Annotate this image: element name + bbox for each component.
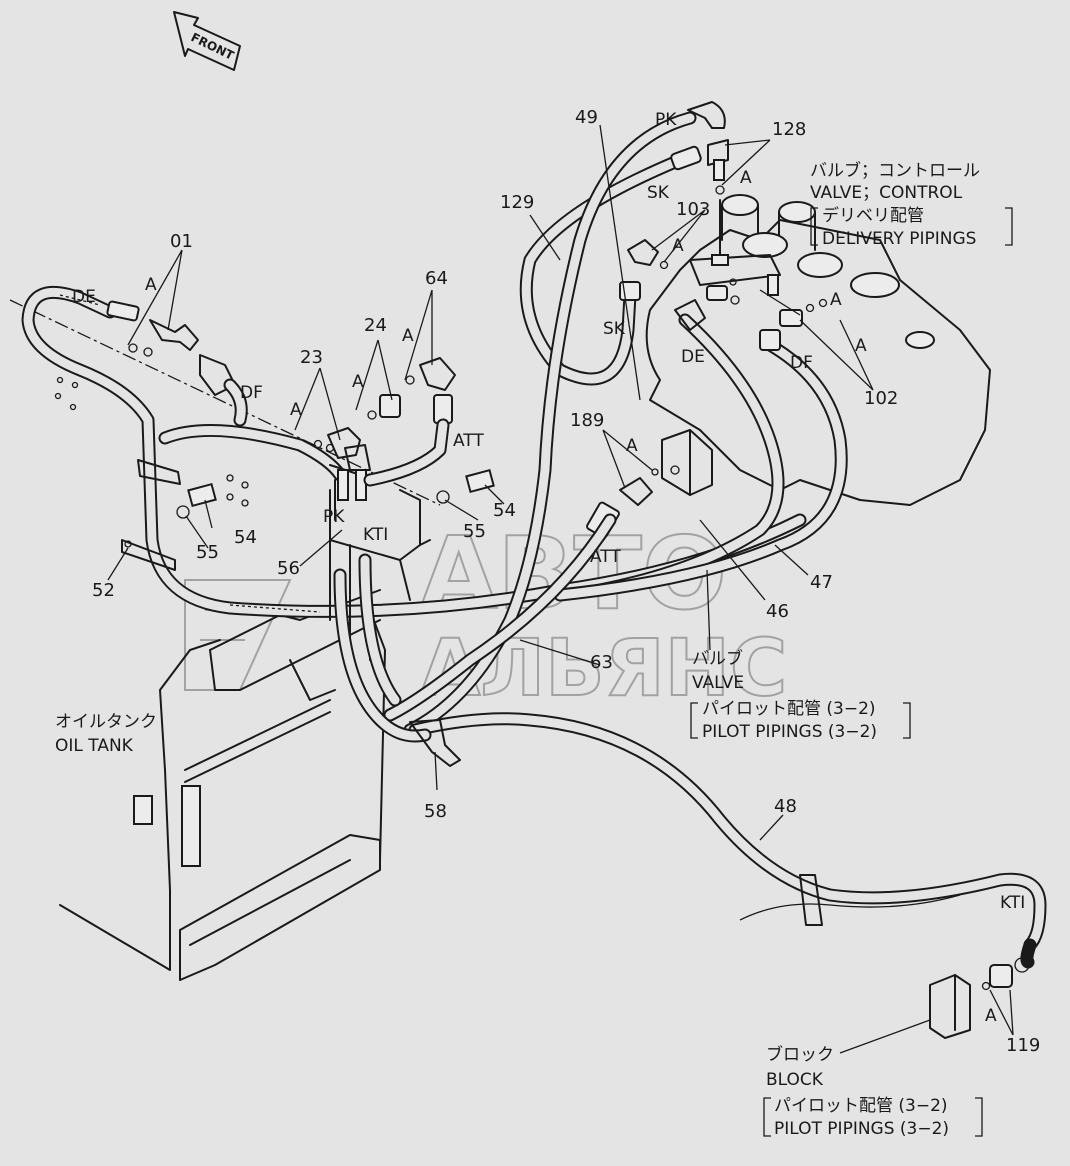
part-52: 52 <box>92 580 115 601</box>
code-pk-right: PK <box>655 110 677 130</box>
part-46: 46 <box>766 601 789 622</box>
oil-tank <box>59 589 386 981</box>
reference-line <box>9 299 441 506</box>
code-a-9: A <box>985 1006 997 1026</box>
code-a-1: A <box>145 275 157 295</box>
note-delivery-jp: デリベリ配管 <box>822 205 924 226</box>
code-de-left: DE <box>72 287 96 307</box>
note-block-jp: ブロック <box>766 1044 834 1065</box>
fitting-01 <box>106 300 248 427</box>
code-a-2: A <box>290 400 302 420</box>
part-23: 23 <box>300 347 323 368</box>
code-a-6: A <box>672 236 684 256</box>
note-pilot2-jp: パイロット配管 (3−2) <box>774 1096 948 1116</box>
note-oil-tank-jp: オイルタンク <box>55 712 157 732</box>
fitting-103 <box>627 239 669 270</box>
part-48: 48 <box>774 796 797 817</box>
part-56: 56 <box>277 558 300 579</box>
code-df-left: DF <box>240 383 263 403</box>
part-63: 63 <box>590 652 613 673</box>
hoses-63-48 <box>333 513 1047 952</box>
code-att-right: ATT <box>590 547 621 567</box>
part-01: 01 <box>170 231 193 252</box>
note-pilot-jp: パイロット配管 (3−2) <box>702 699 876 719</box>
tank-port <box>133 795 153 825</box>
note-oil-tank-en: OIL TANK <box>55 736 134 756</box>
code-de-right: DE <box>681 347 705 367</box>
part-129: 129 <box>500 192 534 213</box>
clip-58 <box>409 719 461 767</box>
mounting-holes <box>54 376 249 507</box>
fittings-23-24-64 <box>313 357 456 487</box>
code-kti-left: KTI <box>363 525 388 545</box>
code-df-right: DF <box>790 353 813 373</box>
note-valve-en: VALVE <box>692 673 744 693</box>
hoses-46-47 <box>553 278 848 602</box>
part-119: 119 <box>1006 1035 1040 1056</box>
front-arrow-icon: FRONT <box>173 11 241 71</box>
leader-lines <box>107 124 1014 1137</box>
tank-sight-gauge <box>181 785 201 867</box>
code-att-left: ATT <box>453 431 484 451</box>
code-kti-right: KTI <box>1000 893 1025 913</box>
code-a-5: A <box>740 168 752 188</box>
part-55-left: 55 <box>196 542 219 563</box>
part-55-right: 55 <box>463 521 486 542</box>
note-block-en: BLOCK <box>766 1070 824 1090</box>
part-24: 24 <box>364 315 387 336</box>
code-sk-top: SK <box>647 183 670 203</box>
note-valve-control-en: VALVE；CONTROL <box>810 183 963 203</box>
part-numbers: 01 23 24 64 54 54 55 55 56 52 49 128 129… <box>92 107 1040 1056</box>
part-47: 47 <box>810 572 833 593</box>
part-49: 49 <box>575 107 598 128</box>
part-54-right: 54 <box>493 500 516 521</box>
code-a-8: A <box>626 436 638 456</box>
code-a-3: A <box>352 372 364 392</box>
front-label: FRONT <box>189 30 237 63</box>
port-codes: DE DF ATT PK KTI PK SK SK DE DF ATT KTI … <box>72 110 1025 1026</box>
part-102: 102 <box>864 388 898 409</box>
notes: バルブ；コントロール VALVE；CONTROL デリベリ配管 DELIVERY… <box>55 160 980 1139</box>
block-119 <box>929 938 1037 1039</box>
part-103: 103 <box>676 199 710 220</box>
fitting-128 <box>707 139 729 266</box>
note-pilot-en: PILOT PIPINGS (3−2) <box>702 722 877 742</box>
part-54-left: 54 <box>234 527 257 548</box>
code-sk-mid: SK <box>603 319 626 339</box>
note-pilot2-en: PILOT PIPINGS (3−2) <box>774 1119 949 1139</box>
code-a-4: A <box>402 326 414 346</box>
clamp-52 <box>121 459 181 571</box>
part-189: 189 <box>570 410 604 431</box>
part-64: 64 <box>425 268 448 289</box>
code-a-10: A <box>830 290 842 310</box>
hose-49 <box>403 101 726 737</box>
code-a-7: A <box>855 336 867 356</box>
code-pk-left: PK <box>323 507 345 527</box>
part-128: 128 <box>772 119 806 140</box>
control-valve <box>645 194 991 506</box>
note-delivery-en: DELIVERY PIPINGS <box>822 229 976 249</box>
note-valve-control-jp: バルブ；コントロール <box>810 160 980 181</box>
note-valve-jp: バルブ <box>692 648 743 669</box>
part-58: 58 <box>424 801 447 822</box>
